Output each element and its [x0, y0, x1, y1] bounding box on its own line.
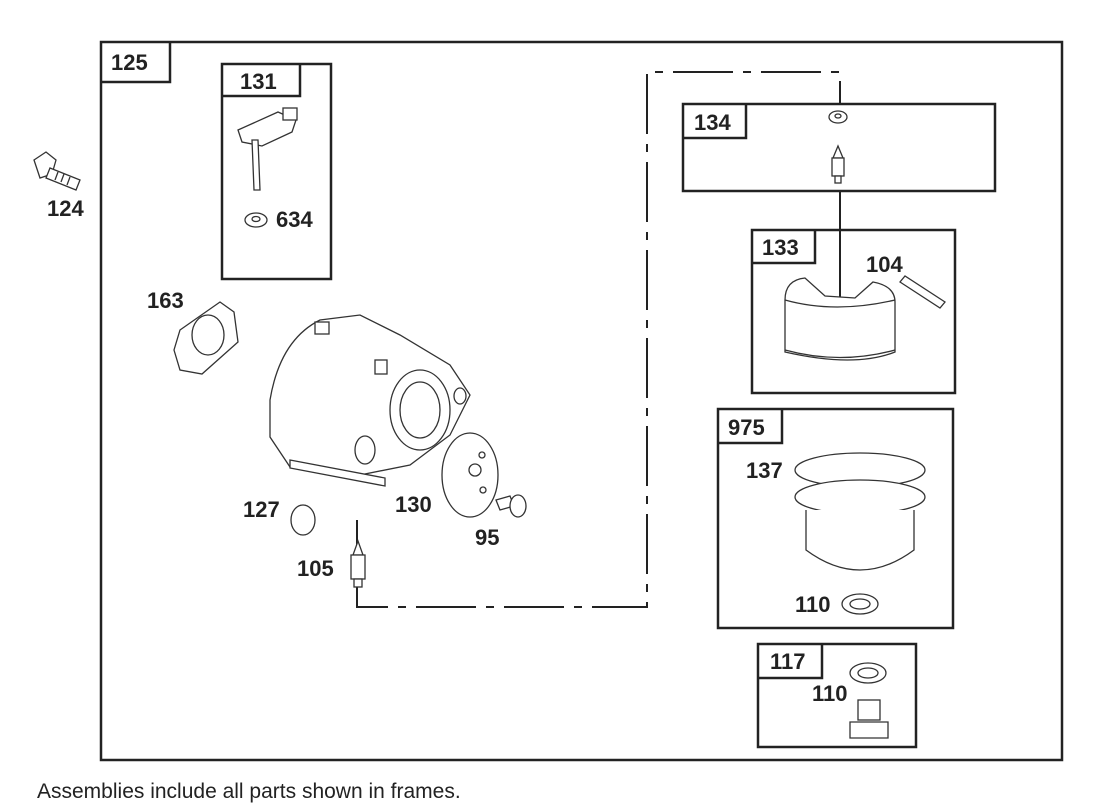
diagram-caption: Assemblies include all parts shown in fr…: [37, 780, 461, 803]
part-label-105: 105: [297, 556, 334, 581]
part-label-137: 137: [746, 458, 783, 483]
frame-125: [99, 40, 1064, 762]
float-bowl-975-icon: [794, 452, 926, 615]
frame-131-label-box: [222, 64, 302, 98]
frame-117: [756, 642, 918, 749]
float-133-icon: [784, 277, 896, 361]
pin-104-icon: [899, 275, 946, 309]
frame-131: [220, 62, 333, 281]
plate-130-icon: [441, 432, 499, 518]
connector-line: [356, 71, 841, 608]
frame-label-125: 125: [111, 50, 148, 75]
frame-117-label-box: [758, 644, 824, 680]
part-label-634: 634: [276, 207, 313, 232]
part-label-130: 130: [395, 492, 432, 517]
carburetor-body-icon: [269, 314, 471, 487]
plug-127-icon: [290, 504, 316, 536]
frame-133: [750, 228, 957, 395]
part-label-95: 95: [475, 525, 500, 550]
frame-133-label-box: [752, 230, 817, 265]
part-label-124: 124: [47, 196, 84, 221]
frame-label-117: 117: [770, 649, 806, 674]
part-label-163: 163: [147, 288, 184, 313]
jet-105-icon: [350, 539, 366, 588]
drain-117-icon: [849, 662, 889, 739]
frame-975: [716, 407, 955, 630]
needle-valve-134-icon: [828, 110, 848, 184]
part-label-127: 127: [243, 497, 280, 522]
part-label-110-drain: 110: [812, 681, 848, 706]
frame-label-133: 133: [762, 235, 799, 260]
part-label-110-bowl: 110: [795, 592, 831, 617]
frame-134-label-box: [683, 104, 748, 140]
frame-label-131: 131: [240, 69, 277, 94]
frame-125-label-box: [101, 42, 172, 84]
part-label-104: 104: [866, 252, 903, 277]
frame-label-975: 975: [728, 415, 765, 440]
frame-975-label-box: [718, 409, 784, 445]
screw-95-icon: [495, 494, 527, 518]
bolt-124-icon: [33, 151, 81, 191]
choke-shaft-131-icon: [237, 107, 298, 228]
frame-label-134: 134: [694, 110, 731, 135]
gasket-163-icon: [173, 301, 239, 375]
